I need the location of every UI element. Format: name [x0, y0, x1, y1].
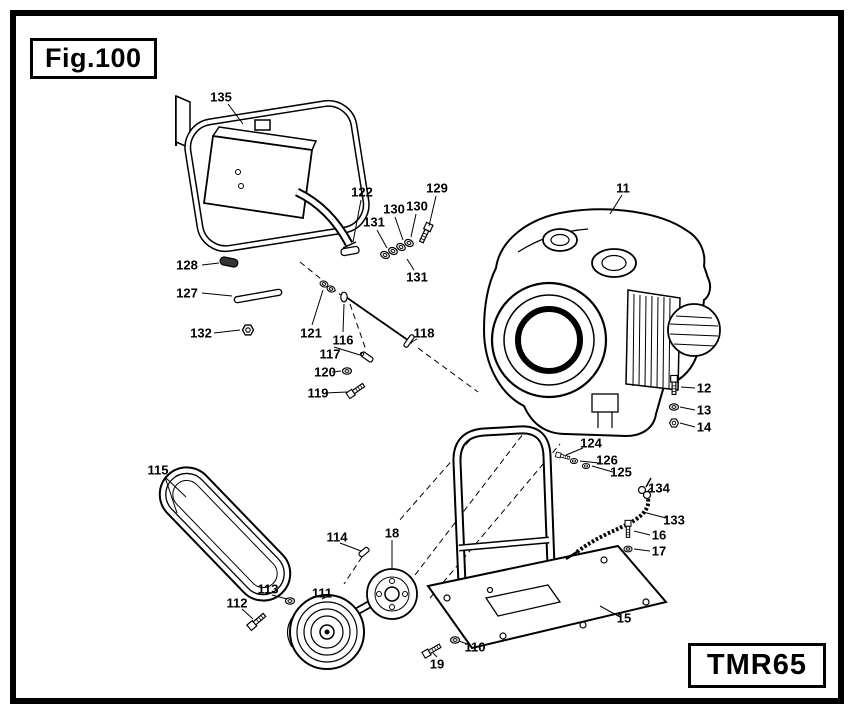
oil-cap-drawing [591, 248, 637, 278]
throttle-cable-drawing [565, 477, 652, 561]
model-number-box: TMR65 [687, 643, 826, 688]
bolt-129-drawing [417, 221, 434, 245]
key-114-drawing [358, 546, 370, 558]
v-belt-drawing [158, 466, 292, 602]
diagram-border-frame [10, 10, 844, 704]
rod-joint-drawing [340, 291, 348, 303]
nut-14-drawing [668, 418, 680, 428]
bolt-112-drawing [246, 611, 268, 632]
bolt-12-drawing [670, 374, 678, 396]
grip-128-drawing [219, 256, 239, 268]
cable-clamp-drawing [637, 485, 647, 495]
bolt-19-drawing [421, 642, 443, 659]
handle-assembly-drawing [175, 94, 370, 253]
figure-number-box: Fig.100 [30, 38, 157, 79]
bolt-16-drawing [624, 519, 632, 538]
muffler-drawing [667, 303, 721, 357]
fuel-cap-drawing [542, 228, 578, 252]
leader-lines [164, 103, 696, 658]
hardware-drawing [219, 221, 680, 659]
figure-number-text: Fig.100 [45, 43, 142, 73]
base-frame-drawing [426, 425, 668, 650]
bolt-124-drawing [554, 451, 571, 461]
bolt-119-drawing [345, 381, 367, 400]
flywheel-housing-drawing [490, 281, 608, 399]
model-number-text: TMR65 [706, 649, 807, 681]
nut-132-drawing [241, 324, 255, 336]
engine-drawing [482, 208, 721, 438]
pin-122-drawing [340, 245, 360, 257]
rod-127-drawing [233, 288, 283, 304]
clutch-pulley-drawing [286, 568, 418, 670]
throttle-rod-drawing [340, 291, 415, 363]
